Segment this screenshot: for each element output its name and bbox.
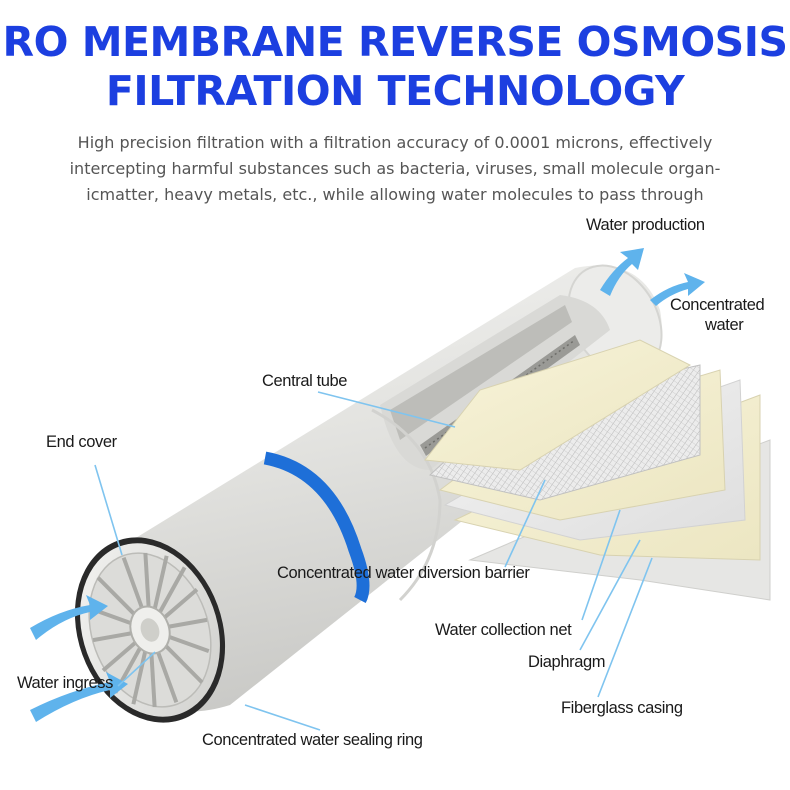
membrane-sheets: [424, 339, 771, 601]
label-concentrated-water-diversion-barrier: Concentrated water diversion barrier: [277, 564, 530, 582]
label-concentrated-water-line-2: water: [705, 316, 744, 334]
water-ingress-arrow-2: [30, 672, 128, 722]
subtitle-line-1: High precision filtration with a filtrat…: [77, 133, 713, 152]
label-central-tube: Central tube: [262, 372, 348, 390]
label-water-production: Water production: [586, 216, 705, 234]
label-concentrated-water-sealing-ring: Concentrated water sealing ring: [202, 731, 423, 749]
water-ingress-arrow-1: [30, 595, 108, 640]
label-water-ingress: Water ingress: [17, 674, 113, 692]
label-diaphragm: Diaphragm: [528, 653, 606, 671]
subtitle-line-2: intercepting harmful substances such as …: [69, 159, 721, 178]
leader-lines: [94, 391, 653, 731]
concentrated-water-arrow: [650, 273, 705, 306]
flow-arrows: [30, 248, 705, 722]
title-line-1: RO MEMBRANE REVERSE OSMOSIS: [2, 18, 789, 66]
label-end-cover: End cover: [46, 433, 117, 451]
subtitle-line-3: icmatter, heavy metals, etc., while allo…: [86, 185, 704, 204]
subtitle: High precision filtration with a filtrat…: [40, 130, 750, 208]
water-production-arrow: [600, 248, 644, 296]
end-cap: [74, 537, 226, 723]
label-water-collection-net: Water collection net: [435, 621, 572, 639]
label-fiberglass-casing: Fiberglass casing: [561, 699, 683, 717]
title-line-2: FILTRATION TECHNOLOGY: [105, 67, 685, 115]
blue-band: [263, 451, 370, 604]
label-concentrated-water-line-1: Concentrated: [670, 296, 765, 314]
